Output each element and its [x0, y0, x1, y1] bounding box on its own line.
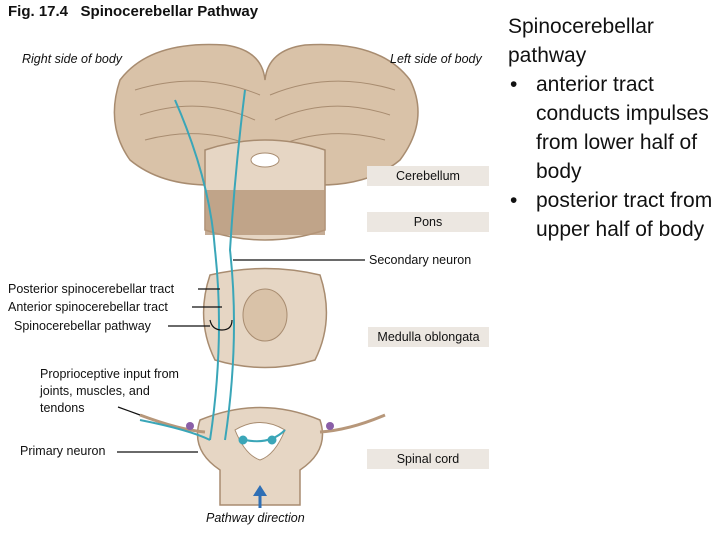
- posterior-tract-label: Posterior spinocerebellar tract: [8, 282, 175, 296]
- primary-neuron-label: Primary neuron: [20, 444, 106, 458]
- pons-label: Pons: [367, 212, 489, 232]
- spinal-cord-illustration: [139, 406, 386, 506]
- anterior-tract-label: Anterior spinocerebellar tract: [8, 300, 168, 314]
- left-side-label: Left side of body: [390, 52, 482, 66]
- figure-title: Fig. 17.4 Spinocerebellar Pathway: [8, 3, 259, 20]
- notes-bullet-posterior: posterior tract from upper half of body: [508, 186, 718, 244]
- cerebellum-label: Cerebellum: [367, 166, 489, 186]
- pathway-lines: [139, 89, 286, 445]
- proprioceptive-input-label: Proprioceptive input from joints, muscle…: [40, 367, 179, 415]
- cerebellum-illustration: [113, 43, 419, 186]
- pons-illustration: [204, 139, 326, 241]
- spinocerebellar-pathway-label: Spinocerebellar pathway: [14, 319, 151, 333]
- spinal-cord-label: Spinal cord: [367, 449, 489, 469]
- medulla-illustration: [202, 267, 328, 369]
- notes-panel: Spinocerebellar pathway anterior tract c…: [508, 12, 718, 244]
- medulla-label: Medulla oblongata: [368, 327, 489, 347]
- secondary-neuron-label: Secondary neuron: [369, 253, 472, 267]
- pathway-direction-arrow-icon: [253, 485, 267, 508]
- notes-bullet-anterior: anterior tract conducts impulses from lo…: [508, 70, 718, 186]
- right-side-label: Right side of body: [22, 52, 123, 66]
- leader-lines: [117, 259, 365, 453]
- pathway-direction-label: Pathway direction: [206, 511, 305, 525]
- notes-bullets: anterior tract conducts impulses from lo…: [508, 70, 718, 244]
- notes-heading: Spinocerebellar pathway: [508, 15, 654, 67]
